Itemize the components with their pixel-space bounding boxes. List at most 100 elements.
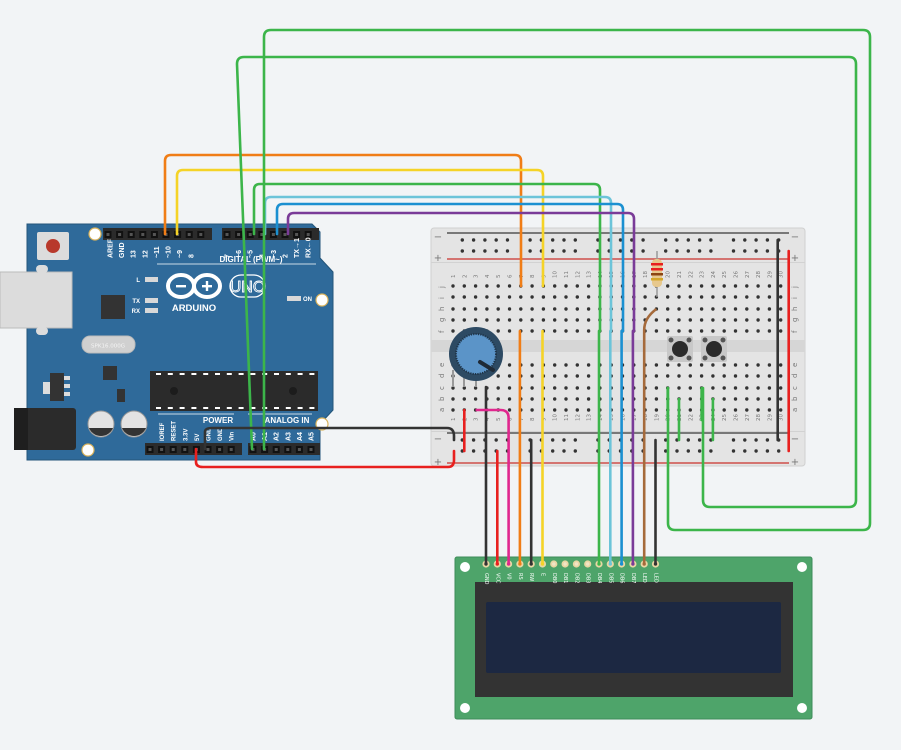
potentiometer[interactable] (449, 327, 503, 387)
breadboard-hole[interactable] (586, 397, 591, 401)
breadboard-hole[interactable] (451, 329, 455, 333)
breadboard-hole[interactable] (519, 295, 523, 299)
breadboard-hole[interactable] (779, 329, 783, 333)
breadboard-hole[interactable] (586, 363, 591, 367)
breadboard-hole[interactable] (586, 295, 591, 299)
breadboard-hole[interactable] (575, 408, 579, 412)
breadboard-hole[interactable] (767, 329, 772, 333)
breadboard-hole[interactable] (553, 329, 557, 333)
breadboard-hole[interactable] (765, 438, 770, 442)
breadboard-hole[interactable] (699, 363, 704, 367)
wire-d12-orange[interactable] (163, 153, 523, 288)
breadboard-hole[interactable] (699, 295, 704, 299)
breadboard-hole[interactable] (709, 238, 713, 242)
breadboard-hole[interactable] (733, 386, 738, 390)
breadboard-hole[interactable] (575, 307, 579, 311)
breadboard-hole[interactable] (485, 318, 489, 322)
breadboard-hole[interactable] (551, 449, 555, 453)
breadboard-hole[interactable] (641, 249, 645, 253)
breadboard-hole[interactable] (677, 295, 681, 299)
breadboard-hole[interactable] (697, 449, 702, 453)
breadboard-hole[interactable] (779, 307, 783, 311)
breadboard-hole[interactable] (451, 307, 455, 311)
breadboard-hole[interactable] (699, 318, 704, 322)
breadboard-hole[interactable] (471, 249, 476, 253)
breadboard-hole[interactable] (754, 438, 758, 442)
breadboard-hole[interactable] (664, 249, 668, 253)
breadboard-hole[interactable] (541, 295, 546, 299)
breadboard-hole[interactable] (541, 307, 546, 311)
breadboard-hole[interactable] (473, 397, 478, 401)
breadboard-hole[interactable] (630, 238, 634, 242)
breadboard-hole[interactable] (722, 408, 726, 412)
breadboard-hole[interactable] (530, 295, 534, 299)
breadboard-hole[interactable] (666, 329, 670, 333)
breadboard-hole[interactable] (711, 363, 715, 367)
breadboard-hole[interactable] (666, 295, 670, 299)
pushbutton-cap[interactable] (672, 341, 688, 357)
breadboard-hole[interactable] (733, 408, 738, 412)
breadboard-hole[interactable] (496, 374, 500, 378)
breadboard-hole[interactable] (551, 249, 555, 253)
breadboard-hole[interactable] (553, 386, 557, 390)
breadboard-hole[interactable] (677, 374, 681, 378)
breadboard-hole[interactable] (654, 329, 659, 333)
breadboard-hole[interactable] (643, 307, 647, 311)
breadboard-hole[interactable] (767, 295, 772, 299)
breadboard-hole[interactable] (471, 238, 476, 242)
breadboard-hole[interactable] (460, 249, 464, 253)
breadboard-hole[interactable] (731, 238, 736, 242)
breadboard-hole[interactable] (530, 397, 534, 401)
breadboard-hole[interactable] (675, 449, 679, 453)
breadboard-hole[interactable] (564, 386, 568, 390)
pushbutton-cap[interactable] (706, 341, 722, 357)
breadboard-hole[interactable] (754, 238, 758, 242)
breadboard-hole[interactable] (575, 374, 579, 378)
breadboard-hole[interactable] (688, 318, 692, 322)
lcd-pin-led[interactable]: LED (640, 560, 648, 583)
breadboard-hole[interactable] (528, 238, 532, 242)
breadboard-hole[interactable] (564, 284, 568, 288)
breadboard-hole[interactable] (677, 386, 681, 390)
breadboard-hole[interactable] (654, 374, 659, 378)
breadboard-hole[interactable] (564, 363, 568, 367)
breadboard-hole[interactable] (462, 386, 466, 390)
wire-d2-purple[interactable] (286, 211, 636, 333)
breadboard-hole[interactable] (711, 329, 715, 333)
breadboard-hole[interactable] (564, 318, 568, 322)
breadboard-hole[interactable] (462, 284, 466, 288)
breadboard-hole[interactable] (553, 307, 557, 311)
breadboard-hole[interactable] (664, 238, 668, 242)
breadboard-hole[interactable] (756, 374, 760, 378)
breadboard-hole[interactable] (688, 408, 692, 412)
breadboard-hole[interactable] (562, 438, 566, 442)
breadboard-hole[interactable] (666, 363, 670, 367)
lcd-pin-db0[interactable]: DB0 (550, 560, 558, 583)
breadboard-hole[interactable] (473, 307, 478, 311)
breadboard-hole[interactable] (507, 329, 512, 333)
lcd-lead-v0[interactable] (475, 408, 510, 563)
breadboard-hole[interactable] (731, 438, 736, 442)
breadboard-hole[interactable] (586, 307, 591, 311)
breadboard-hole[interactable] (528, 249, 532, 253)
breadboard-hole[interactable] (530, 386, 534, 390)
breadboard-hole[interactable] (496, 295, 500, 299)
breadboard-hole[interactable] (575, 284, 579, 288)
breadboard-hole[interactable] (722, 295, 726, 299)
breadboard-hole[interactable] (779, 295, 783, 299)
breadboard-hole[interactable] (743, 249, 747, 253)
breadboard-hole[interactable] (743, 238, 747, 242)
breadboard-hole[interactable] (507, 307, 512, 311)
breadboard-hole[interactable] (722, 318, 726, 322)
breadboard-hole[interactable] (541, 318, 546, 322)
breadboard-hole[interactable] (551, 438, 555, 442)
breadboard-hole[interactable] (507, 295, 512, 299)
breadboard-hole[interactable] (745, 397, 749, 401)
breadboard-hole[interactable] (765, 249, 770, 253)
breadboard-hole[interactable] (530, 307, 534, 311)
breadboard-hole[interactable] (697, 249, 702, 253)
breadboard-hole[interactable] (462, 318, 466, 322)
breadboard-hole[interactable] (733, 318, 738, 322)
breadboard-hole[interactable] (756, 363, 760, 367)
